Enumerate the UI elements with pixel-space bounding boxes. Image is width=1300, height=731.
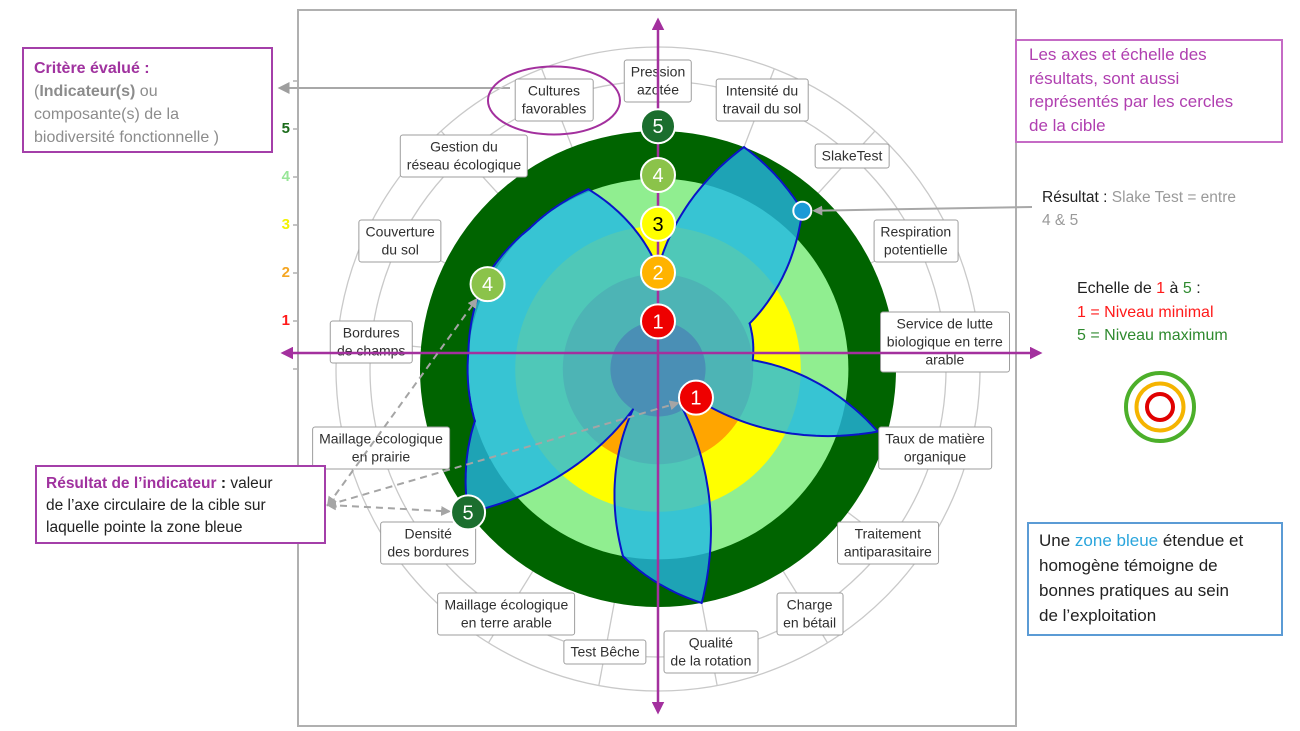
scale-tick-label: 3 xyxy=(281,216,290,233)
axis-label: Densité des bordures xyxy=(380,521,477,565)
axis-label: Test Bêche xyxy=(563,639,647,665)
axis-label: Taux de matière organique xyxy=(878,426,992,470)
axes-scale-note: Les axes et échelle des résultats, sont … xyxy=(1015,39,1283,143)
zone-vertex-point xyxy=(748,322,751,325)
blue-zone-note-line: bonnes pratiques au sein xyxy=(1039,581,1229,600)
scale-legend-mid: à xyxy=(1165,280,1183,297)
indicator-rest: valeur xyxy=(226,475,273,492)
axes-note-line: Les axes et échelle des xyxy=(1029,45,1207,64)
axis-label: Intensité du travail du sol xyxy=(715,78,809,122)
blue-zone-note-line: de l’exploitation xyxy=(1039,606,1157,625)
chart-frame xyxy=(297,9,1017,727)
axis-label: Maillage écologique en prairie xyxy=(312,426,450,470)
axis-label: Charge en bétail xyxy=(776,592,844,636)
paren-open: ( xyxy=(34,83,40,100)
blue-zone-note-pre: Une xyxy=(1039,531,1075,550)
result-value: Slake Test = entre xyxy=(1107,189,1237,206)
zone-vertex-point xyxy=(751,359,754,362)
indicator-line: laquelle pointe la zone bleue xyxy=(46,519,243,536)
scale-legend-title: Echelle de 1 à 5 : xyxy=(1077,277,1228,301)
criterion-line-4: biodiversité fonctionnelle ) xyxy=(34,129,219,146)
scale-tick-label: 5 xyxy=(281,120,290,137)
zone-vertex-point xyxy=(528,227,531,230)
indicator-title: Résultat de l’indicateur xyxy=(46,475,217,492)
result-label: Résultat : xyxy=(1042,189,1108,206)
scale-tick-label: 2 xyxy=(281,264,290,281)
axis-label: Traitement antiparasitaire xyxy=(836,521,939,565)
blue-zone-highlight: zone bleue xyxy=(1074,531,1159,550)
scale-legend-one: 1 xyxy=(1156,280,1166,297)
indicator-line: de l’axe circulaire de la cible sur xyxy=(46,497,266,514)
axis-label: Respiration potentielle xyxy=(873,219,959,263)
criterion-line-3: composante(s) de la xyxy=(34,106,179,123)
axis-label: Gestion du réseau écologique xyxy=(399,134,529,178)
slake-result-line-2: 4 & 5 xyxy=(1042,212,1079,229)
scale-legend-post: : xyxy=(1191,280,1201,297)
scale-legend-minimum: 1 = Niveau minimal xyxy=(1077,303,1214,321)
indicator-colon: : xyxy=(216,475,227,492)
zone-vertex-point xyxy=(587,188,590,191)
axis-label: Service de lutte biologique en terre ara… xyxy=(879,311,1010,373)
axis-label: Maillage écologique en terre arable xyxy=(437,592,576,636)
criterion-title: Critère évalué : xyxy=(34,60,150,77)
blue-zone-note-line-1: Une zone bleue étendue et xyxy=(1039,528,1271,553)
scale-legend-maximum: 5 = Niveau maximum xyxy=(1077,327,1228,344)
zone-vertex-point xyxy=(622,555,625,558)
axis-label: Pression azotée xyxy=(623,59,693,103)
blue-zone-note-line: homogène témoigne de xyxy=(1039,556,1218,575)
axis-label: Qualité de la rotation xyxy=(663,630,759,674)
criterion-line-2: (Indicateur(s) ou xyxy=(34,80,261,103)
scale-legend-five: 5 xyxy=(1182,280,1192,297)
axes-note-line: de la cible xyxy=(1029,115,1106,135)
criterion-callout: Critère évalué : (Indicateur(s) ou compo… xyxy=(22,47,273,153)
slake-test-result: Résultat : Slake Test = entre 4 & 5 xyxy=(1042,186,1236,232)
axis-label: Cultures favorables xyxy=(514,78,594,122)
axis-label: SlakeTest xyxy=(814,143,890,169)
blue-zone-note: Une zone bleue étendue et homogène témoi… xyxy=(1027,522,1283,636)
criterion-after-bold: ou xyxy=(135,83,158,100)
axis-label: Couverture du sol xyxy=(358,219,442,263)
scale-tick-label: 1 xyxy=(281,312,290,329)
scale-legend: Echelle de 1 à 5 : 1 = Niveau minimal 5 … xyxy=(1077,277,1228,348)
slake-result-line-1: Résultat : Slake Test = entre xyxy=(1042,186,1236,209)
zone-vertex-point xyxy=(700,601,703,604)
axis-label: Bordures de champs xyxy=(329,320,413,364)
blue-zone-note-post: étendue et xyxy=(1158,531,1244,550)
indicator-result-callout: Résultat de l’indicateur : valeur de l’a… xyxy=(35,465,326,544)
indicator-line-1: Résultat de l’indicateur : valeur xyxy=(46,473,315,495)
axes-note-line: résultats, sont aussi xyxy=(1029,68,1180,88)
scale-tick-label: 4 xyxy=(281,168,290,185)
zone-vertex-point xyxy=(742,146,745,149)
axes-note-line: représentés par les cercles xyxy=(1029,92,1234,111)
scale-legend-pre: Echelle de xyxy=(1077,280,1157,297)
grid-spoke xyxy=(598,590,618,686)
indicator-bold-text: Indicateur(s) xyxy=(39,83,136,100)
